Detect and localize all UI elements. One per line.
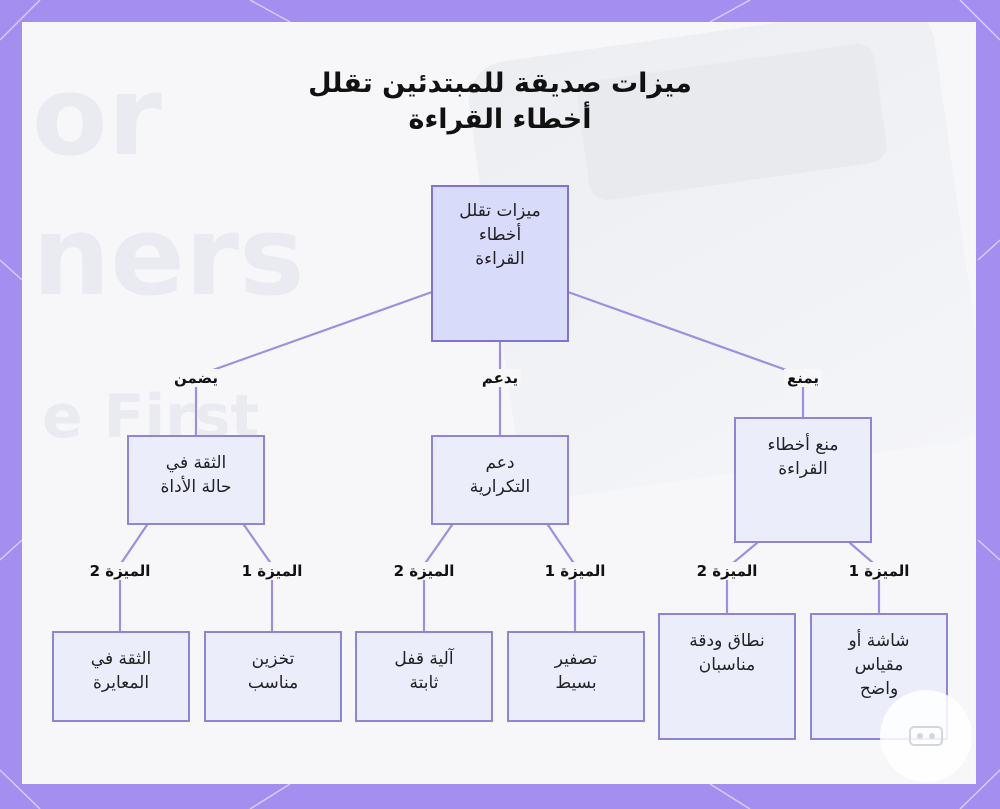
edge-label-feature-2: الميزة 2	[391, 562, 458, 580]
watermark-logo-icon	[880, 690, 972, 782]
edge-label-supports: يدعم	[479, 369, 521, 387]
edge-root-prevent	[568, 292, 803, 418]
edge-label-ensures: يضمن	[171, 369, 221, 387]
edge-label-feature-2: الميزة 2	[87, 562, 154, 580]
node-range-accuracy: نطاق ودقة مناسبان	[658, 613, 796, 740]
node-repeatability-support: دعم التكرارية	[431, 435, 569, 525]
node-tool-condition-confidence: الثقة في حالة الأداة	[127, 435, 265, 525]
edge-label-prevents: يمنع	[784, 369, 822, 387]
node-root: ميزات تقلل أخطاء القراءة	[431, 185, 569, 342]
edge-label-feature-1: الميزة 1	[239, 562, 306, 580]
edge-label-feature-2: الميزة 2	[694, 562, 761, 580]
node-calibration-confidence: الثقة في المعايرة	[52, 631, 190, 722]
edge-label-feature-1: الميزة 1	[542, 562, 609, 580]
node-lock-mechanism: آلية قفل ثابتة	[355, 631, 493, 722]
edge-label-feature-1: الميزة 1	[846, 562, 913, 580]
node-prevent-reading-errors: منع أخطاء القراءة	[734, 417, 872, 543]
edge-root-confidence	[196, 292, 432, 436]
node-proper-storage: تخزين مناسب	[204, 631, 342, 722]
node-simple-zeroing: تصفير بسيط	[507, 631, 645, 722]
